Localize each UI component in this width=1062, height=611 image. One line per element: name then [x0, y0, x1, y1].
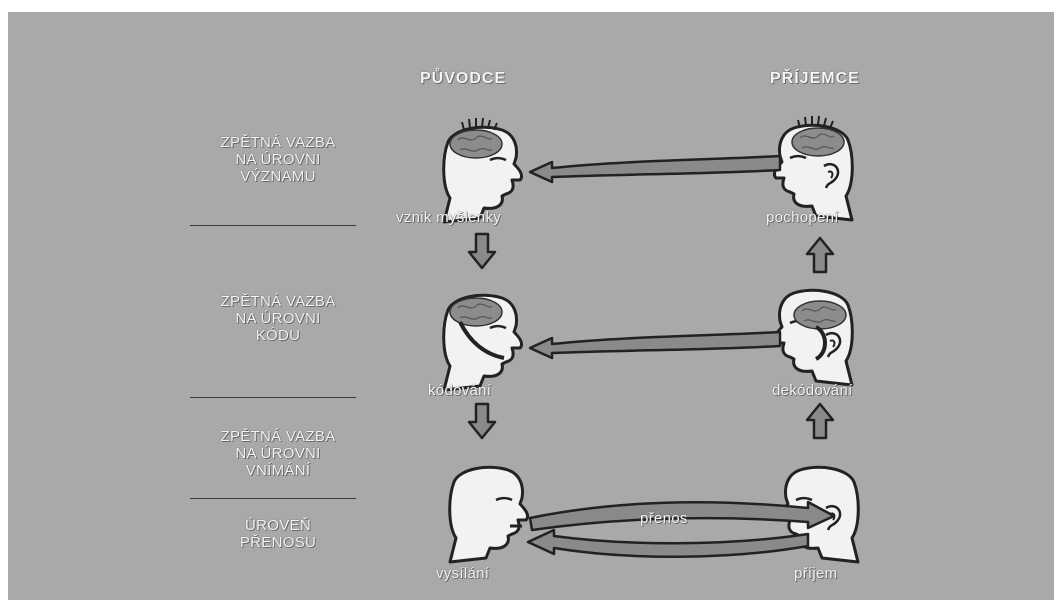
diagram-canvas: PŮVODCE PŘÍJEMCE ZPĚTNÁ VAZBA NA ÚROVNI … [8, 12, 1054, 600]
receiver-head-understanding [774, 116, 852, 220]
return-arrow [528, 530, 808, 557]
diagram-graphics [8, 12, 1054, 600]
feedback-arrow-meaning [530, 156, 780, 182]
sender-head-sending [450, 467, 528, 562]
brain-icon [792, 128, 844, 156]
sender-head-thought [444, 118, 522, 222]
down-arrow-icon [469, 404, 495, 438]
caption-understanding: pochopení [766, 209, 839, 226]
caption-thought-origin: vznik myšlenky [396, 209, 501, 226]
caption-receiving: příjem [794, 565, 837, 582]
brain-icon [450, 298, 502, 326]
up-arrow-icon [807, 404, 833, 438]
feedback-arrow-code [530, 332, 780, 358]
caption-sending: vysílání [436, 565, 489, 582]
brain-icon [450, 130, 502, 158]
brain-icon [794, 301, 846, 329]
caption-decoding: dekódování [772, 382, 853, 399]
receiver-head-decoding [774, 290, 852, 385]
sender-head-encoding [444, 295, 522, 390]
transmission-label: přenos [640, 510, 688, 527]
down-arrow-icon [469, 234, 495, 268]
caption-encoding: kódování [428, 382, 491, 399]
up-arrow-icon [807, 238, 833, 272]
